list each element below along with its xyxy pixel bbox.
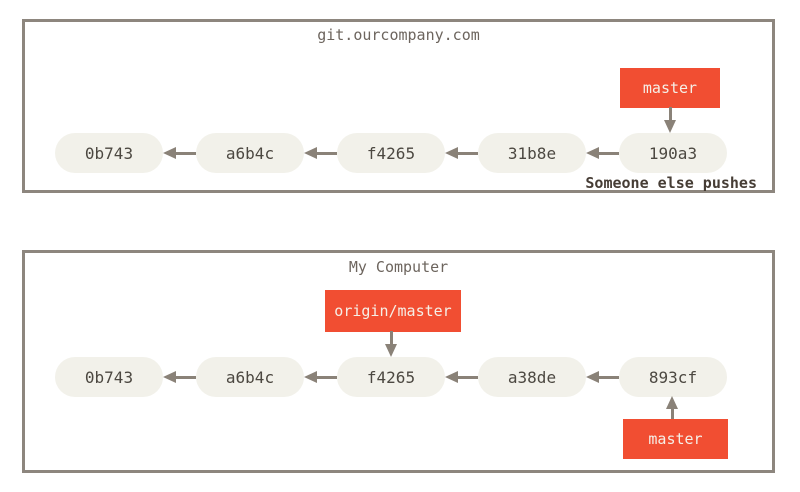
arrow-head	[445, 371, 458, 383]
local-repo-box	[22, 250, 775, 473]
commit-node: 31b8e	[478, 133, 586, 173]
arrow-shaft	[669, 107, 672, 122]
origin-master-label: origin/master	[325, 290, 461, 332]
arrow-left-icon	[304, 147, 337, 160]
arrow-up-icon	[666, 396, 679, 419]
arrow-shaft	[175, 152, 196, 155]
commit-node: a38de	[478, 357, 586, 397]
arrow-shaft	[457, 152, 478, 155]
arrow-shaft	[671, 407, 674, 419]
arrow-head	[664, 120, 676, 133]
remote-master-branch-label: master	[620, 68, 720, 108]
commit-node: 0b743	[55, 133, 163, 173]
arrow-shaft	[457, 376, 478, 379]
remote-repo-title: git.ourcompany.com	[317, 26, 480, 44]
arrow-left-icon	[445, 371, 478, 384]
arrow-head	[385, 344, 397, 357]
arrow-left-icon	[445, 147, 478, 160]
arrow-left-icon	[586, 147, 619, 160]
arrow-shaft	[316, 376, 337, 379]
local-repo-title: My Computer	[348, 258, 449, 276]
remote-repo-box	[22, 19, 775, 193]
arrow-head	[304, 147, 317, 159]
arrow-left-icon	[586, 371, 619, 384]
arrow-down-icon	[664, 107, 677, 133]
arrow-head	[586, 371, 599, 383]
arrow-left-icon	[304, 371, 337, 384]
commit-node: 893cf	[619, 357, 727, 397]
arrow-head	[445, 147, 458, 159]
arrow-down-icon	[385, 331, 398, 357]
arrow-shaft	[175, 376, 196, 379]
commit-node: a6b4c	[196, 357, 304, 397]
commit-node: f4265	[337, 133, 445, 173]
arrow-shaft	[390, 331, 393, 346]
arrow-head	[163, 147, 176, 159]
arrow-shaft	[598, 152, 619, 155]
arrow-head	[163, 371, 176, 383]
commit-node: 190a3	[619, 133, 727, 173]
local-master-branch-label: master	[623, 419, 728, 459]
arrow-shaft	[598, 376, 619, 379]
arrow-left-icon	[163, 147, 196, 160]
arrow-head	[586, 147, 599, 159]
commit-node: 0b743	[55, 357, 163, 397]
arrow-left-icon	[163, 371, 196, 384]
arrow-shaft	[316, 152, 337, 155]
commit-node: a6b4c	[196, 133, 304, 173]
arrow-head	[304, 371, 317, 383]
commit-node: f4265	[337, 357, 445, 397]
caption-someone-else-pushes: Someone else pushes	[585, 174, 757, 192]
arrow-head	[666, 396, 678, 409]
